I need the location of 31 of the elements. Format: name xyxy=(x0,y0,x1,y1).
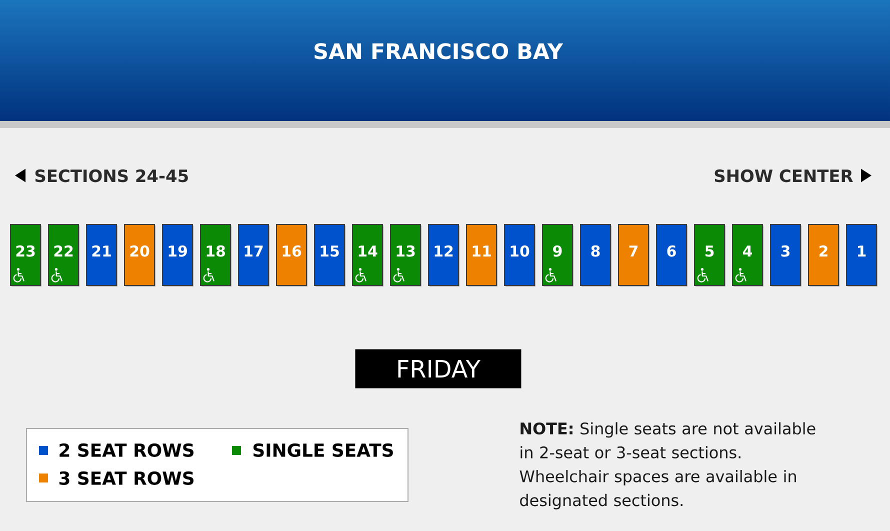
section-box: 15 xyxy=(314,224,346,286)
section-box: 7 xyxy=(618,224,650,286)
section-box: 5 xyxy=(694,224,726,286)
legend-text: 2 SEAT ROWS xyxy=(60,443,194,457)
title: SAN FRANCISCO BAY xyxy=(314,43,564,60)
section-box: 23 xyxy=(10,224,42,286)
section-box: 14 xyxy=(352,224,384,286)
section-box: 21 xyxy=(86,224,118,286)
day-banner: FRIDAY xyxy=(355,349,522,388)
section-box: 18 xyxy=(200,224,232,286)
section-box: 8 xyxy=(580,224,612,286)
section-box: 6 xyxy=(656,224,688,286)
section-box: 10 xyxy=(504,224,536,286)
section-box: 22 xyxy=(48,224,80,286)
section-box: 3 xyxy=(770,224,802,286)
section-box: 1 xyxy=(846,224,878,286)
section-box: 2 xyxy=(808,224,840,286)
direction-label: SECTIONS 24-45 xyxy=(35,169,188,182)
section-box: 16 xyxy=(276,224,308,286)
section-box: 20 xyxy=(124,224,156,286)
section-box: 19 xyxy=(162,224,194,286)
section-box: 11 xyxy=(466,224,498,286)
section-box: 13 xyxy=(390,224,422,286)
section-box: 12 xyxy=(428,224,460,286)
section-box: 9 xyxy=(542,224,574,286)
direction-label: SHOW CENTER xyxy=(714,169,853,182)
section-box: 17 xyxy=(238,224,270,286)
section-box: 4 xyxy=(732,224,764,286)
note-text: NOTE: Single seats are not available in 2-seat or 3-seat sections. Wheelchair spaces are available in designated sections. xyxy=(520,422,816,510)
legend-text: SINGLE SEATS xyxy=(254,443,393,457)
legend-text: 3 SEAT ROWS xyxy=(59,471,194,485)
